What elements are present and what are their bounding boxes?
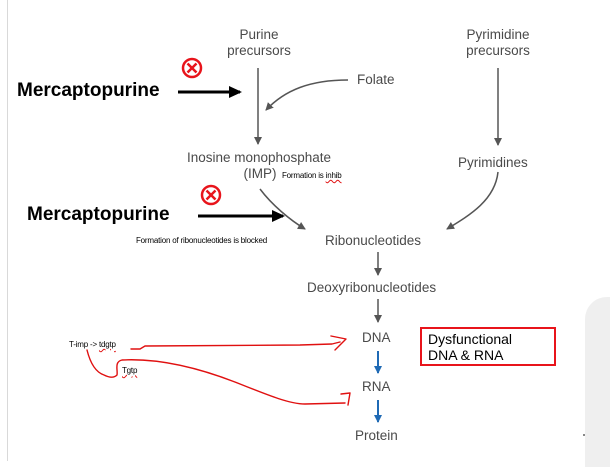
note-imp-formation: Formation is inhib [282, 171, 342, 180]
left-border [7, 0, 8, 461]
node-pyrimidine-precursors-line1: Pyrimidine [466, 27, 530, 42]
drug-label-bottom: Mercaptopurine [27, 204, 170, 225]
result-box-line1: Dysfunctional [428, 331, 513, 347]
node-purine-precursors-line1: Purine [239, 27, 279, 42]
note-tgtp: Tgtp [122, 366, 138, 375]
note-ribonucleotides-blocked: Formation of ribonucleotides is blocked [136, 236, 267, 245]
side-panel [585, 297, 610, 467]
node-imp-line1: Inosine monophosphate [186, 150, 332, 165]
circle-x-icon [200, 184, 222, 206]
circle-x-icon [181, 57, 203, 79]
node-imp: Inosine monophosphate (IMP) [175, 150, 343, 182]
note-timp: T-imp -> tdgtp [69, 340, 116, 349]
arrow-folate-to-purine [265, 79, 349, 111]
node-pyrimidine-precursors-line2: precursors [466, 43, 530, 58]
node-ribonucleotides: Ribonucleotides [325, 233, 422, 248]
side-panel-marker [583, 434, 585, 436]
note-timp-product: tdgtp [98, 340, 116, 349]
annotation-arrow-to-rna [86, 349, 351, 406]
node-deoxyribonucleotides: Deoxyribonucleotides [307, 280, 437, 295]
result-box: Dysfunctional DNA & RNA [420, 327, 556, 366]
node-pyrimidines: Pyrimidines [458, 155, 528, 170]
annotation-arrow-to-dna [130, 335, 347, 351]
node-protein: Protein [355, 428, 398, 443]
arrow-pyrimidines-to-ribonucleotides [446, 171, 499, 230]
arrow-imp-to-ribonucleotides [259, 188, 306, 230]
drug-label-top: Mercaptopurine [17, 80, 160, 101]
node-rna: RNA [362, 379, 391, 394]
node-dna: DNA [362, 330, 391, 345]
node-folate: Folate [357, 72, 395, 87]
node-purine-precursors: Purine precursors [218, 27, 300, 59]
result-box-line2: DNA & RNA [428, 347, 504, 363]
note-imp-formation-word: inhib [325, 171, 342, 180]
node-pyrimidine-precursors: Pyrimidine precursors [455, 27, 541, 59]
node-imp-line2: (IMP) [243, 166, 277, 181]
note-timp-text: T-imp -> [69, 340, 99, 349]
node-purine-precursors-line2: precursors [227, 43, 291, 58]
note-imp-formation-text: Formation is [282, 171, 326, 180]
